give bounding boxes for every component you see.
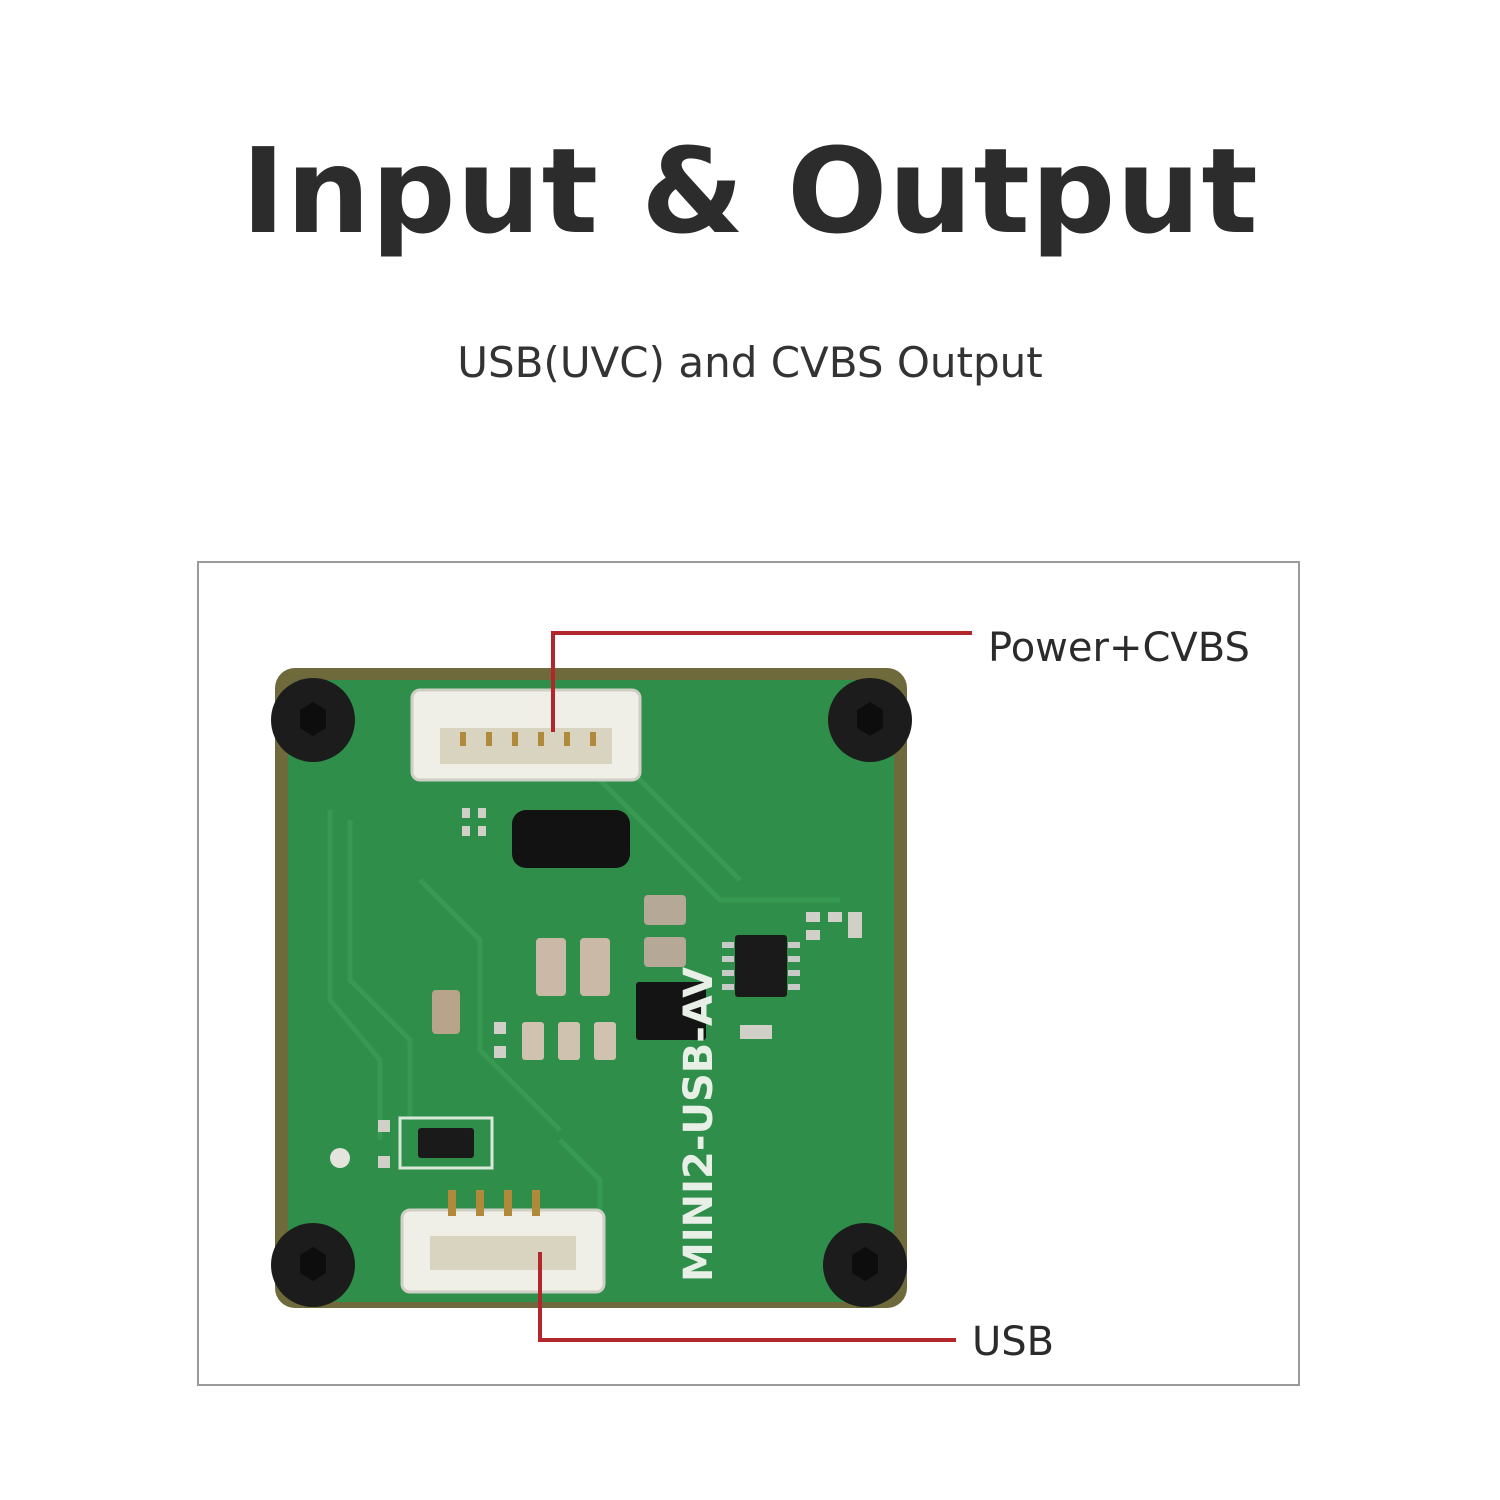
page-subtitle: USB(UVC) and CVBS Output <box>457 338 1043 387</box>
ic-regulator <box>636 982 706 1040</box>
screw-top-right <box>828 678 912 762</box>
screw-bottom-right <box>823 1223 907 1307</box>
inductor <box>512 810 630 868</box>
capacitors <box>432 895 686 1060</box>
screw-bottom-left <box>271 1223 355 1307</box>
callout-power-cvbs: Power+CVBS <box>988 625 1250 671</box>
page-title: Input & Output <box>241 122 1259 260</box>
callout-line-top <box>551 631 972 732</box>
connector-top <box>410 688 642 782</box>
callout-line-bottom <box>538 1252 956 1342</box>
ic-main <box>722 935 800 997</box>
silkscreen-label: MINI2-USB-AV <box>676 967 722 1282</box>
test-pad <box>330 1148 350 1168</box>
screw-top-left <box>271 678 355 762</box>
connector-bottom <box>400 1190 606 1294</box>
small-passives <box>378 808 862 1168</box>
image-frame <box>197 561 1300 1386</box>
ic-small <box>398 1116 494 1170</box>
callout-usb: USB <box>972 1319 1055 1365</box>
